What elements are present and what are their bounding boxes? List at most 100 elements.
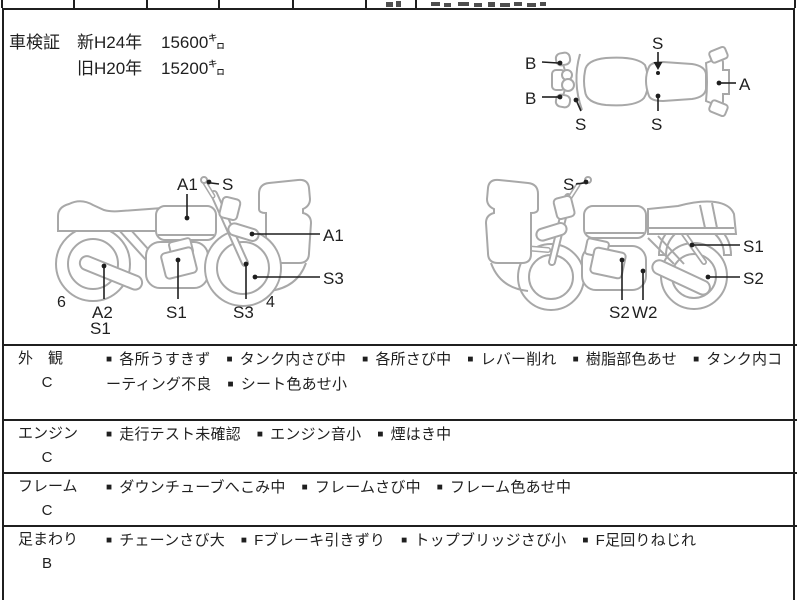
code-label-s2-engine: S2 [609,303,630,322]
defect-list: ■ダウンチューブへこみ中■フレームさび中■フレーム色あせ中 [106,475,797,500]
grade-value: C [41,374,53,391]
mirror-left [554,51,572,67]
category-name: 外 観 [18,350,64,367]
table-top-border [2,344,797,346]
defect-item: タンク内さび中 [239,351,347,368]
code-label-a2-muffler: A2 [92,303,113,322]
clipped-text-fragment [540,2,546,6]
muffler [78,255,144,291]
defect-item: 煙はき中 [390,426,452,443]
row-label: 足まわり B [2,528,106,576]
header-cell-divider [146,0,148,8]
seat-tail [647,200,738,235]
defect-item: エンジン音小 [270,426,362,443]
mirror-right [554,93,572,109]
count-label-4: 4 [266,294,275,311]
mirror-knob [200,176,208,184]
defect-item: フレーム色あせ中 [450,479,572,496]
footpeg-right [708,99,729,118]
code-label-s3-wheel: S3 [323,269,344,288]
top-view-callouts [541,52,736,112]
bullet-icon: ■ [436,482,444,493]
row-label: エンジン C [2,422,106,470]
code-label-s1-muffler: S1 [90,319,111,338]
right-bike-callouts [575,182,740,300]
row-label: 外 観 C [2,347,106,395]
category-name: 足まわり [18,531,79,548]
odo-row-new: 新H24年 15600㌔ [77,30,225,56]
shaken-title: 車検証 [9,33,60,52]
front-fender [227,222,260,242]
clipped-text-fragment [527,3,536,7]
bullet-icon: ■ [467,354,474,365]
inspection-row-undercarriage: 足まわり B ■チェーンさび大■Fブレーキ引きずり■トップブリッジさび小■F足回… [2,528,797,576]
headlight [218,195,242,222]
header-cell-divider [794,0,796,8]
bullet-icon: ■ [240,535,248,546]
muffler [651,259,711,296]
defect-item: F足回りねじれ [595,532,697,549]
clipped-text-fragment [444,3,451,7]
side-case [484,178,539,264]
row-label: フレーム C [2,475,106,523]
header-cell-divider [218,0,220,8]
defect-item: タンク内コーティング不良 [106,351,783,393]
bullet-icon: ■ [582,535,589,546]
bullet-icon: ■ [377,429,384,440]
grade-value: B [41,555,52,572]
clipped-text-fragment [458,2,469,6]
fuel-tank-top [583,56,650,107]
bullet-icon: ■ [106,429,113,440]
code-label-s-seat: S [651,115,662,134]
odo-value-new: 15600㌔ [161,33,226,52]
code-label-s2-wheel: S2 [743,269,764,288]
right-bike-drawing [484,176,738,311]
defect-item: レバー削れ [480,351,557,368]
bullet-icon: ■ [362,354,369,365]
code-label-a-tail: A [739,75,751,94]
clipped-text-fragment [514,2,522,6]
inspection-row-exterior: 外 観 C ■各所うすきず■タンク内さび中■各所さび中■レバー削れ■樹脂部色あせ… [2,347,797,397]
bullet-icon: ■ [106,354,113,365]
bullet-icon: ■ [693,354,700,365]
defect-item: 各所さび中 [375,351,452,368]
left-bike-callouts [103,182,320,299]
side-view-diagrams: A1 S A1 S3 S3 S1 A2 S1 6 4 [55,175,764,338]
count-label-6: 6 [57,294,66,311]
category-name: エンジン [18,425,79,442]
code-label-b-upper: B [525,54,536,73]
bullet-icon: ■ [256,429,264,440]
defect-item: 樹脂部色あせ [585,351,678,368]
inspection-row-engine: エンジン C ■走行テスト未確認■エンジン音小■煙はき中 [2,422,797,470]
defect-list: ■走行テスト未確認■エンジン音小■煙はき中 [106,422,797,447]
category-name: フレーム [18,478,78,495]
windscreen [575,53,583,111]
defect-item: フレームさび中 [314,479,421,496]
code-label-a1-fender: A1 [323,226,344,245]
table-row-divider [2,419,797,421]
clipped-text-fragment [474,3,482,7]
odo-value-old: 15200㌔ [161,59,226,78]
bullet-icon: ■ [572,354,579,365]
rear-cowl-seat [57,200,164,232]
defect-list: ■チェーンさび大■Fブレーキ引きずり■トップブリッジさび小■F足回りねじれ [106,528,797,553]
code-label-s3-fork: S3 [233,303,254,322]
defect-item: Fブレーキ引きずり [254,532,386,549]
defect-item: ダウンチューブへこみ中 [119,479,286,496]
table-row-divider [2,472,797,474]
sheet-border [2,8,795,600]
seat-top [644,60,707,103]
code-label-s1-shock: S1 [743,237,764,256]
odo-rows: 新H24年 15600㌔ 旧H20年 15200㌔ [77,30,225,82]
fuel-tank [583,205,647,239]
shaken-section: 車検証 新H24年 15600㌔ 旧H20年 15200㌔ [9,30,225,82]
right-bike-callout-dots [583,179,711,280]
defect-list: ■各所うすきず■タンク内さび中■各所さび中■レバー削れ■樹脂部色あせ■タンク内コ… [106,347,797,397]
bullet-icon: ■ [106,535,113,546]
grade-value: C [41,449,53,466]
top-view-bike-drawing [551,45,730,118]
header-cell-divider [292,0,294,8]
clipped-text-fragment [386,2,393,7]
code-label-w2-frame: W2 [632,303,658,322]
code-label-a1-tank: A1 [177,175,198,194]
